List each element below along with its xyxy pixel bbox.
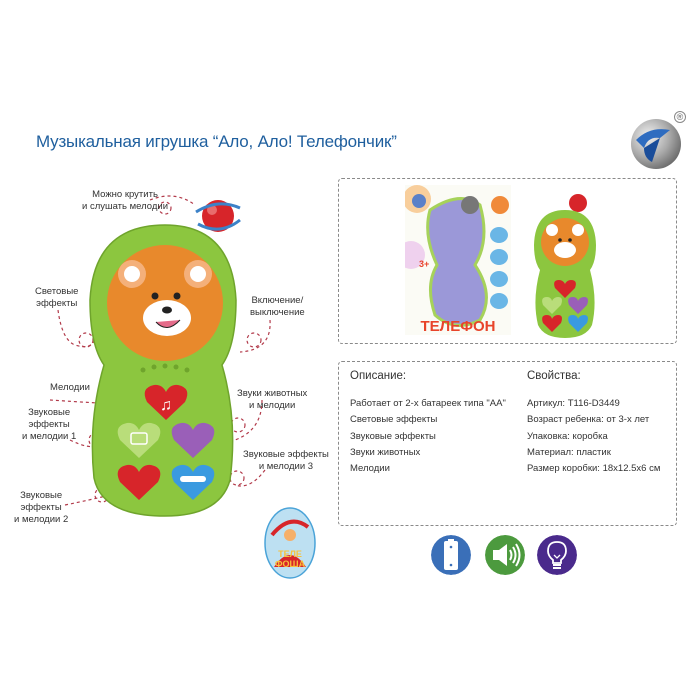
property-item: Размер коробки: 18x12.5x6 см: [527, 463, 661, 475]
description-section: Описание: Работает от 2-х батареек типа …: [350, 370, 506, 477]
product-image: [534, 194, 596, 338]
description-item: Работает от 2-х батареек типа "АА": [350, 398, 506, 409]
properties-section: Свойства: Артикул: Т116-D3449 Возраст ре…: [527, 370, 660, 477]
info-box: [338, 361, 677, 526]
phone-diagram: ♫: [49, 195, 271, 517]
registered-mark: ®: [674, 111, 686, 123]
properties-heading: Свойства:: [527, 370, 581, 382]
callout-power: Включение/выключение: [250, 295, 305, 318]
property-item: Материал: пластик: [527, 446, 611, 458]
property-item: Упаковка: коробка: [527, 430, 608, 442]
svg-text:3+: 3+: [419, 259, 429, 269]
product-photo-box: [338, 178, 677, 344]
property-item: Возраст ребенка: от 3-х лет: [527, 414, 650, 426]
description-item: Световые эффекты: [350, 414, 438, 426]
description-item: Звуковые эффекты: [350, 430, 436, 442]
description-item: Мелодии: [350, 463, 390, 475]
battery-icon: [431, 535, 471, 575]
page-title: Музыкальная игрушка “Ало, Ало! Телефончи…: [36, 132, 397, 151]
lightbulb-icon: [537, 535, 577, 575]
description-heading: Описание:: [350, 370, 407, 382]
package-image: 3+ ТЕЛЕФОН: [405, 185, 511, 335]
svg-text:ФОША: ФОША: [275, 559, 306, 569]
telefosha-sticker: ТЕЛЕ ФОША: [264, 507, 316, 579]
svg-text:ТЕЛЕ: ТЕЛЕ: [278, 549, 302, 559]
speaker-icon: [485, 535, 525, 575]
property-item: Артикул: Т116-D3449: [527, 398, 620, 409]
svg-text:ТЕЛЕФОН: ТЕЛЕФОН: [421, 318, 496, 335]
heart-buttons: ♫: [117, 384, 215, 500]
svg-text:♫: ♫: [160, 397, 172, 414]
description-item: Звуки животных: [350, 446, 421, 458]
callout-melodies: Мелодии: [50, 382, 90, 393]
brand-globe-logo: [631, 119, 681, 169]
